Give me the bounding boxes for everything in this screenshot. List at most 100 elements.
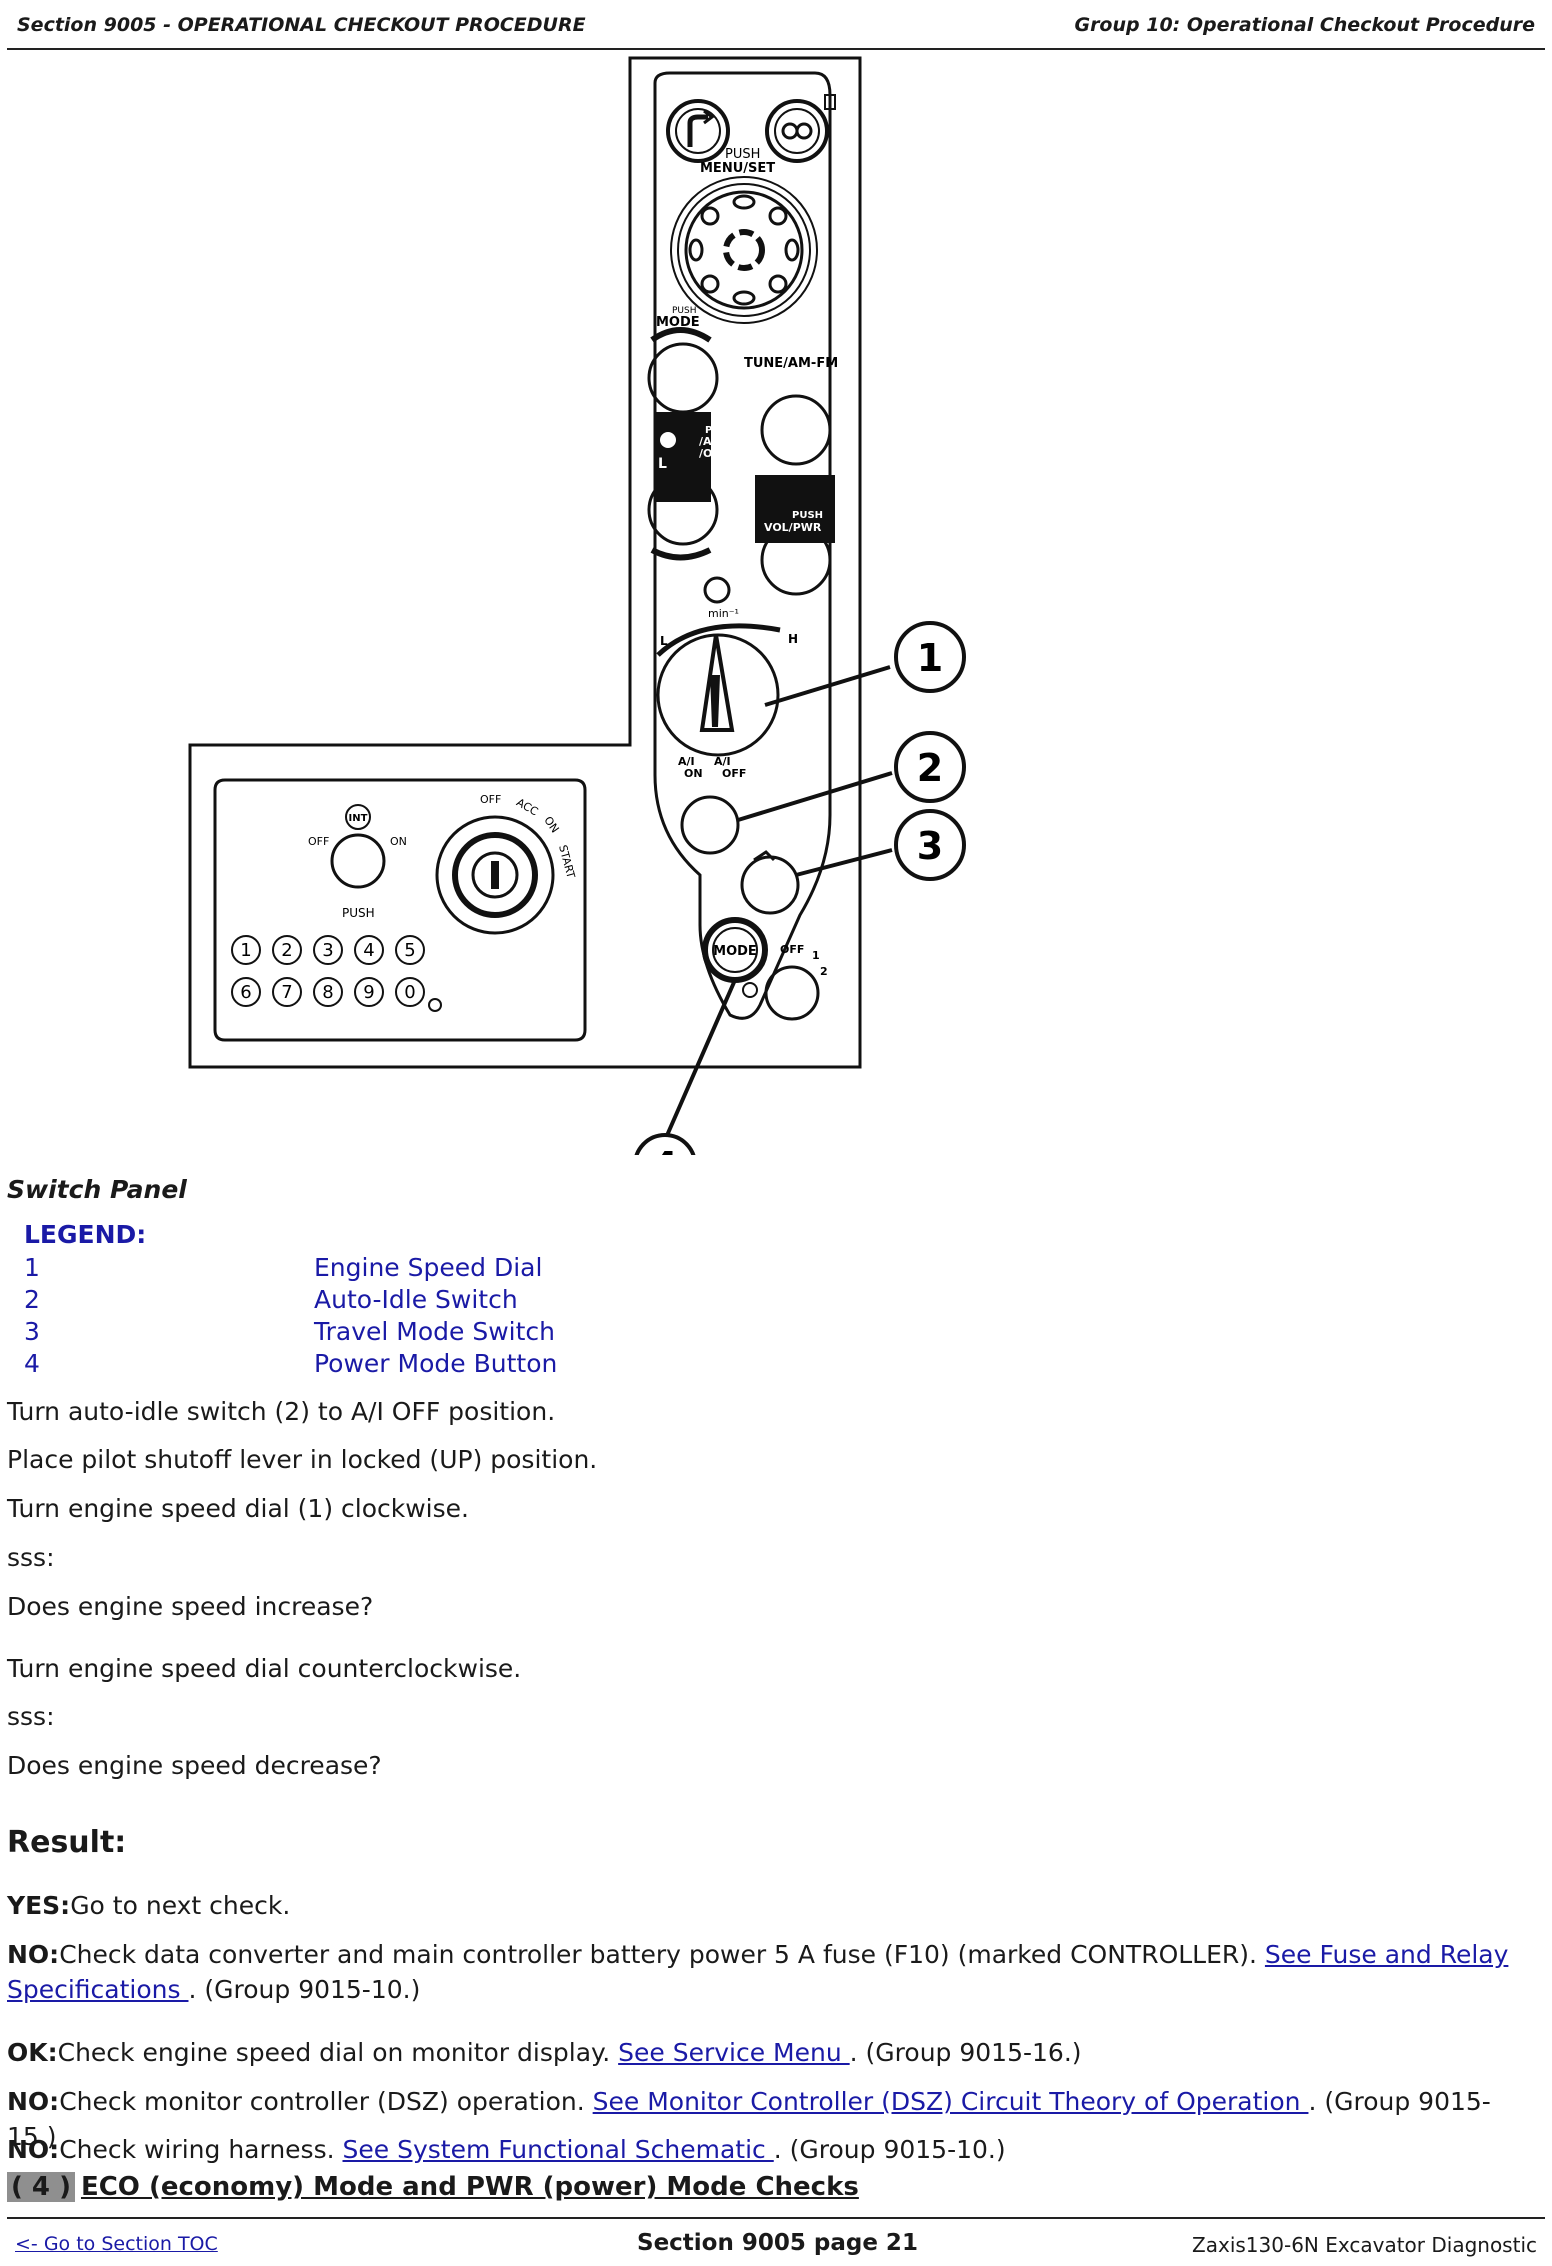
step-text: Place pilot shutoff lever in locked (UP)… [7,1445,598,1474]
keypad-1: 1 [240,940,251,961]
legend-row: 2 Auto-Idle Switch [24,1285,518,1317]
int-off-label: OFF [308,835,329,848]
keypad-2: 2 [281,940,292,961]
step-text: Turn engine speed dial counterclockwise. [7,1654,522,1683]
functional-schematic-link[interactable]: See System Functional Schematic [342,2135,774,2164]
result-after: . (Group 9015-10.) [188,1975,421,2004]
vol-pwr-label: VOL/PWR [764,521,822,534]
service-menu-link[interactable]: See Service Menu [618,2038,850,2067]
legend-text: Travel Mode Switch [314,1317,555,1346]
header-section-title: Section 9005 - OPERATIONAL CHECKOUT PROC… [17,14,586,36]
push-small-label: PUSH [672,306,697,316]
result-key: NO: [7,2087,60,2116]
keypad-8: 8 [322,982,333,1003]
step-text: Turn engine speed dial (1) clockwise. [7,1494,469,1523]
page-footer: <- Go to Section TOC Section 9005 page 2… [7,2217,1545,2266]
result-after: . (Group 9015-16.) [849,2038,1082,2067]
result-text: Check monitor controller (DSZ) operation… [59,2087,593,2116]
page-header: Section 9005 - OPERATIONAL CHECKOUT PROC… [7,0,1545,50]
ai-off-label-2: OFF [722,767,746,780]
keypad-9: 9 [363,982,374,1003]
ai-on-label-2: ON [684,767,703,780]
ai-off-label-1: A/I [714,755,731,768]
legend-number: 3 [24,1317,40,1346]
legend-text: Power Mode Button [314,1349,558,1378]
fuse-relay-link[interactable]: See Fuse and Relay Specifications [7,1940,1509,2004]
result-key: YES: [7,1891,71,1920]
wiper-off-label: OFF [780,943,804,956]
keypad-3: 3 [322,940,333,961]
legend-row: 1 Engine Speed Dial [24,1253,542,1285]
keypad-4: 4 [363,940,374,961]
int-push-label: PUSH [342,906,375,920]
push-vol-label: PUSH [792,510,823,521]
legend-title: LEGEND: [24,1220,147,1249]
section-toc-link[interactable]: <- Go to Section TOC [15,2233,218,2255]
push-auto-label: PUSH [705,425,736,436]
legend-row: 4 Power Mode Button [24,1349,557,1381]
page-number: Section 9005 page 21 [637,2230,918,2256]
tune-label: TUNE/AM-FM [744,356,838,371]
fan-h-label: H [710,456,722,472]
key-off-label: OFF [480,793,501,806]
result-no-monitor: NO:Check monitor controller (DSZ) operat… [7,2084,1527,2154]
manual-title: Zaxis130-6N Excavator Diagnostic [1192,2233,1537,2257]
step-label: sss: [7,1702,55,1731]
callout-2: 2 [917,746,943,790]
keypad-6: 6 [240,982,251,1003]
step-question: Does engine speed decrease? [7,1751,382,1780]
header-group-title: Group 10: Operational Checkout Procedure [1074,14,1535,36]
step-question: Does engine speed increase? [7,1592,374,1621]
legend-text: Engine Speed Dial [314,1253,543,1282]
legend-number: 4 [24,1349,40,1378]
callout-4: 4 [652,1144,678,1155]
result-no-harness: NO:Check wiring harness. See System Func… [7,2132,1527,2167]
result-yes: YES:Go to next check. [7,1888,1527,1923]
wiper-1-label: 1 [812,949,820,962]
wiper-2-label: 2 [820,965,828,978]
key-on-label: ON [541,814,561,835]
key-start-label: START [556,844,577,880]
mode-label: MODE [656,315,700,330]
result-ok: OK:Check engine speed dial on monitor di… [7,2035,1527,2070]
legend-number: 1 [24,1253,40,1282]
result-key: NO: [7,1940,60,1969]
section-number: ( 4 ) [7,2172,75,2202]
legend-number: 2 [24,1285,40,1314]
legend-row: 3 Travel Mode Switch [24,1317,555,1349]
menu-set-label: MENU/SET [700,161,775,176]
int-label: INT [349,813,368,824]
figure-caption: Switch Panel [7,1175,187,1204]
result-after: . (Group 9015-15.) [7,2087,1491,2151]
result-text: Go to next check. [70,1891,291,1920]
monitor-controller-link[interactable]: See Monitor Controller (DSZ) Circuit The… [592,2087,1309,2116]
dial-l-label: L [660,634,668,648]
section-title[interactable]: ECO (economy) Mode and PWR (power) Mode … [80,2172,859,2202]
result-text: Check engine speed dial on monitor displ… [57,2038,619,2067]
fan-off-label: /OFF [699,447,727,460]
keypad-7: 7 [281,982,292,1003]
fan-l-label: L [658,456,667,472]
switch-panel-figure: PUSH MENU/SET PUSH MODE TUNE/AM-FM PUSH … [188,56,966,1155]
section-4-heading[interactable]: ( 4 )ECO (economy) Mode and PWR (power) … [7,2172,859,2202]
callout-1: 1 [917,636,943,680]
result-text: Check data converter and main controller… [59,1940,1265,1969]
result-heading: Result: [7,1825,127,1860]
result-after: . (Group 9015-10.) [773,2135,1006,2164]
auto-label: /AUTO [699,435,737,448]
step-text: Turn auto-idle switch (2) to A/I OFF pos… [7,1397,556,1426]
keypad-0: 0 [404,982,415,1003]
min-label: min⁻¹ [708,607,739,620]
dial-h-label: H [788,632,798,646]
step-label: sss: [7,1543,55,1572]
callout-3: 3 [917,824,943,868]
legend: LEGEND: 1 Engine Speed Dial 2 Auto-Idle … [24,1220,557,1381]
key-acc-label: ACC [514,796,540,819]
push-menu-label: PUSH [725,147,760,162]
result-text: Check wiring harness. [59,2135,343,2164]
ai-on-label-1: A/I [678,755,695,768]
result-key: NO: [7,2135,60,2164]
legend-text: Auto-Idle Switch [314,1285,518,1314]
int-on-label: ON [390,835,407,848]
keypad-5: 5 [404,940,415,961]
